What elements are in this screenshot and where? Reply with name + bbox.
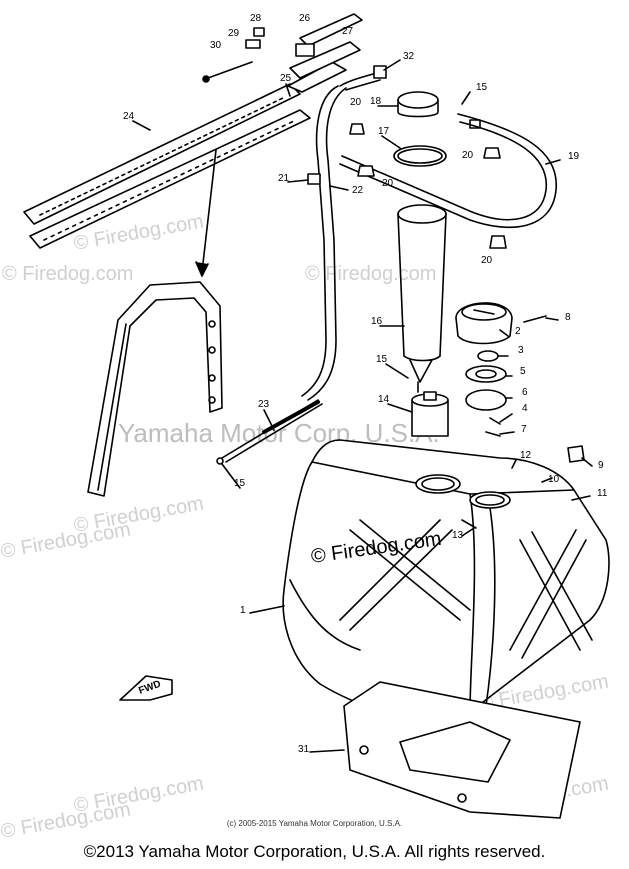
line-art xyxy=(23,13,610,819)
part-number-20c: 20 xyxy=(382,178,394,189)
part-number-labels: 1234567891011121314151515161718192020202… xyxy=(123,13,608,755)
part-number-3: 3 xyxy=(518,345,524,356)
part-number-17: 17 xyxy=(378,126,390,137)
firedog-watermark: © Firedog.com xyxy=(72,772,205,816)
firedog-watermark: © Firedog.com xyxy=(2,263,133,285)
small-credit-line: (c) 2005-2015 Yamaha Motor Corporation, … xyxy=(226,819,403,828)
part-number-24: 24 xyxy=(123,111,135,122)
part-number-20d: 20 xyxy=(481,255,493,266)
part-number-27: 27 xyxy=(342,26,354,37)
part-number-20a: 20 xyxy=(350,97,362,108)
part-number-32: 32 xyxy=(403,51,415,62)
part-number-6: 6 xyxy=(522,387,528,398)
part-number-30: 30 xyxy=(210,40,222,51)
firedog-watermark: © Firedog.com xyxy=(72,492,205,536)
part-number-7: 7 xyxy=(521,424,527,435)
part-number-11: 11 xyxy=(597,488,608,499)
copyright-footer: ©2013 Yamaha Motor Corporation, U.S.A. A… xyxy=(83,842,546,861)
part-number-9: 9 xyxy=(598,460,604,471)
part-number-5: 5 xyxy=(520,366,526,377)
part-number-22: 22 xyxy=(352,185,364,196)
part-number-26: 26 xyxy=(299,13,311,24)
part-number-8: 8 xyxy=(565,312,571,323)
firedog-watermark: © Firedog.com xyxy=(305,263,436,285)
part-number-19: 19 xyxy=(568,151,580,162)
part-number-28: 28 xyxy=(250,13,262,24)
part-number-10: 10 xyxy=(548,474,560,485)
part-number-13: 13 xyxy=(452,530,464,541)
part-number-18: 18 xyxy=(370,96,382,107)
part-number-15c: 15 xyxy=(234,478,246,489)
part-number-4: 4 xyxy=(522,403,528,414)
part-number-14: 14 xyxy=(378,394,390,405)
part-number-25: 25 xyxy=(280,73,292,84)
part-number-2: 2 xyxy=(515,326,521,337)
part-number-29: 29 xyxy=(228,28,240,39)
part-number-31: 31 xyxy=(298,744,310,755)
part-number-15a: 15 xyxy=(476,82,488,93)
part-number-1: 1 xyxy=(240,605,246,616)
part-number-23: 23 xyxy=(258,399,270,410)
part-number-20b: 20 xyxy=(462,150,474,161)
part-number-21: 21 xyxy=(278,173,290,184)
part-number-15b: 15 xyxy=(376,354,388,365)
part-number-16: 16 xyxy=(371,316,383,327)
part-number-12: 12 xyxy=(520,450,532,461)
